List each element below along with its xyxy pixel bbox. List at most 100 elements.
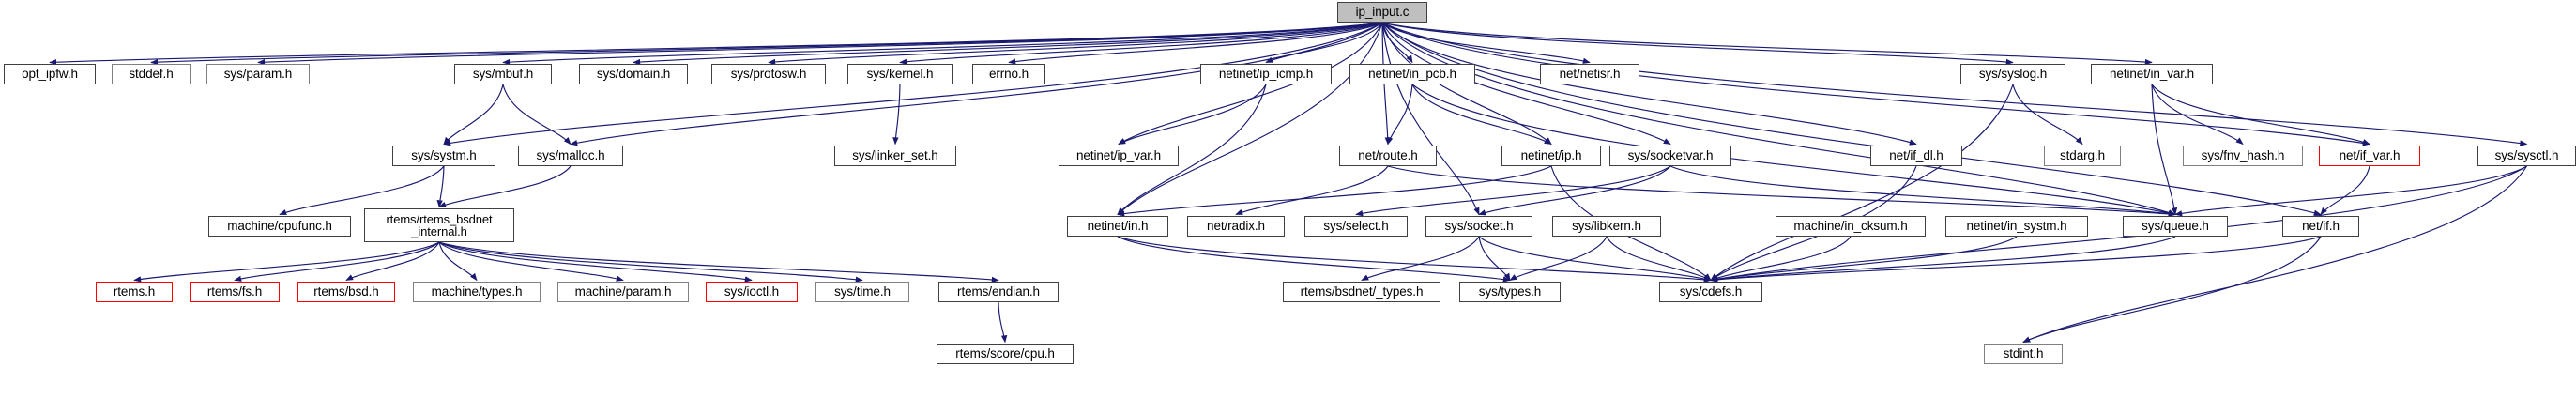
graph-edge — [438, 241, 753, 283]
graph-node[interactable]: netinet/ip_var.h — [1059, 146, 1179, 166]
graph-node[interactable]: netinet/in_pcb.h — [1349, 64, 1475, 84]
graph-edge — [1235, 165, 1389, 216]
graph-edge — [345, 241, 440, 282]
graph-edge — [892, 84, 901, 146]
graph-root-node[interactable]: ip_input.c — [1337, 2, 1427, 23]
graph-node[interactable]: stdint.h — [1984, 344, 2063, 364]
graph-node[interactable]: machine/types.h — [413, 282, 541, 302]
graph-node[interactable]: sys/socketvar.h — [1609, 146, 1731, 166]
graph-edge — [1387, 84, 1413, 146]
graph-edge — [1669, 165, 2176, 217]
graph-node[interactable]: rtems/rtems_bsdnet_internal.h — [364, 208, 514, 242]
graph-node[interactable]: sys/linker_set.h — [834, 146, 956, 166]
graph-edge — [1710, 84, 2014, 282]
graph-edge — [1117, 165, 1552, 217]
graph-node[interactable]: rtems/score/cpu.h — [937, 344, 1074, 364]
graph-node[interactable]: rtems/fs.h — [190, 282, 280, 302]
graph-node[interactable]: stddef.h — [112, 64, 191, 84]
graph-node[interactable]: sys/libkern.h — [1552, 216, 1661, 237]
graph-edge — [1509, 236, 1608, 281]
graph-edge — [443, 84, 504, 146]
graph-node[interactable]: net/if.h — [2282, 216, 2359, 237]
graph-edge — [1008, 22, 1383, 65]
graph-edge — [1606, 236, 1712, 282]
graph-edge — [1478, 165, 1671, 216]
graph-node[interactable]: sys/syslog.h — [1960, 64, 2065, 84]
graph-edge — [1710, 236, 2018, 283]
graph-edge — [1118, 84, 1267, 146]
graph-node[interactable]: rtems/bsd.h — [297, 282, 395, 302]
graph-node[interactable]: sys/cdefs.h — [1659, 282, 1762, 302]
graph-node[interactable]: netinet/ip.h — [1501, 146, 1601, 166]
graph-edge — [436, 165, 445, 208]
graph-edge — [1361, 236, 1480, 282]
graph-node[interactable]: sys/protosw.h — [711, 64, 826, 84]
graph-edge — [1117, 84, 1267, 216]
graph-node[interactable]: sys/kernel.h — [847, 64, 953, 84]
graph-edge — [1117, 22, 1383, 216]
graph-node[interactable]: netinet/in.h — [1067, 216, 1168, 237]
graph-node[interactable]: sys/queue.h — [2123, 216, 2228, 237]
graph-edge — [1381, 22, 2322, 216]
graph-node[interactable]: netinet/in_var.h — [2091, 64, 2213, 84]
graph-edge — [1381, 22, 1391, 146]
graph-edge — [2022, 236, 2322, 344]
graph-node[interactable]: net/route.h — [1339, 146, 1437, 166]
graph-edge — [1381, 22, 1480, 216]
graph-edge — [998, 301, 1008, 344]
graph-edge — [438, 241, 478, 282]
graph-node[interactable]: net/if_dl.h — [1870, 146, 1962, 166]
graph-node[interactable]: sys/domain.h — [579, 64, 688, 84]
graph-edge — [1381, 22, 1671, 146]
graph-node[interactable]: sys/malloc.h — [518, 146, 623, 166]
graph-edge — [2012, 84, 2083, 146]
graph-node[interactable]: sys/time.h — [815, 282, 909, 302]
graph-edge — [2174, 165, 2527, 217]
graph-edge — [438, 241, 999, 284]
graph-node[interactable]: sys/select.h — [1304, 216, 1408, 237]
graph-edge — [2320, 165, 2370, 216]
graph-edge — [257, 22, 1383, 66]
graph-edge — [1387, 165, 2176, 218]
graph-node[interactable]: netinet/ip_icmp.h — [1200, 64, 1332, 84]
graph-node[interactable]: sys/sysctl.h — [2477, 146, 2576, 166]
graph-edge — [2151, 84, 2244, 146]
graph-edge — [1265, 22, 1383, 64]
graph-node[interactable]: stdarg.h — [2044, 146, 2121, 166]
graph-node[interactable]: opt_ipfw.h — [4, 64, 96, 84]
graph-edge — [768, 22, 1383, 66]
graph-edge — [1411, 84, 1552, 146]
graph-node[interactable]: net/if_var.h — [2319, 146, 2420, 166]
graph-edge — [438, 241, 624, 282]
graph-node[interactable]: netinet/in_systm.h — [1945, 216, 2088, 237]
graph-node[interactable]: machine/in_cksum.h — [1776, 216, 1926, 237]
graph-edge — [279, 165, 445, 216]
graph-node[interactable]: sys/param.h — [206, 64, 310, 84]
graph-node[interactable]: machine/cpufunc.h — [208, 216, 351, 237]
graph-edge — [1478, 236, 1511, 282]
graph-node[interactable]: sys/socket.h — [1425, 216, 1532, 237]
graph-edge — [1381, 22, 2528, 146]
graph-edge — [2151, 84, 2178, 216]
graph-node[interactable]: net/radix.h — [1187, 216, 1285, 237]
graph-edge — [1355, 165, 1671, 217]
graph-node[interactable]: rtems.h — [96, 282, 173, 302]
graph-edge — [133, 241, 440, 283]
graph-edge — [1118, 22, 1383, 145]
graph-edge — [1710, 236, 2176, 283]
graph-node[interactable]: rtems/bsdnet/_types.h — [1283, 282, 1440, 302]
graph-edge — [1710, 236, 2322, 284]
graph-edge — [1478, 236, 1712, 282]
graph-node[interactable]: sys/fnv_hash.h — [2183, 146, 2303, 166]
graph-node[interactable]: sys/systm.h — [392, 146, 495, 166]
graph-edge — [899, 22, 1383, 65]
graph-node[interactable]: machine/param.h — [557, 282, 689, 302]
graph-edge — [1381, 22, 2370, 146]
graph-node[interactable]: sys/mbuf.h — [454, 64, 552, 84]
graph-node[interactable]: rtems/endian.h — [938, 282, 1059, 302]
graph-node[interactable]: sys/ioctl.h — [706, 282, 798, 302]
graph-node[interactable]: net/netisr.h — [1540, 64, 1639, 84]
graph-node[interactable]: sys/types.h — [1459, 282, 1561, 302]
graph-node[interactable]: errno.h — [972, 64, 1045, 84]
